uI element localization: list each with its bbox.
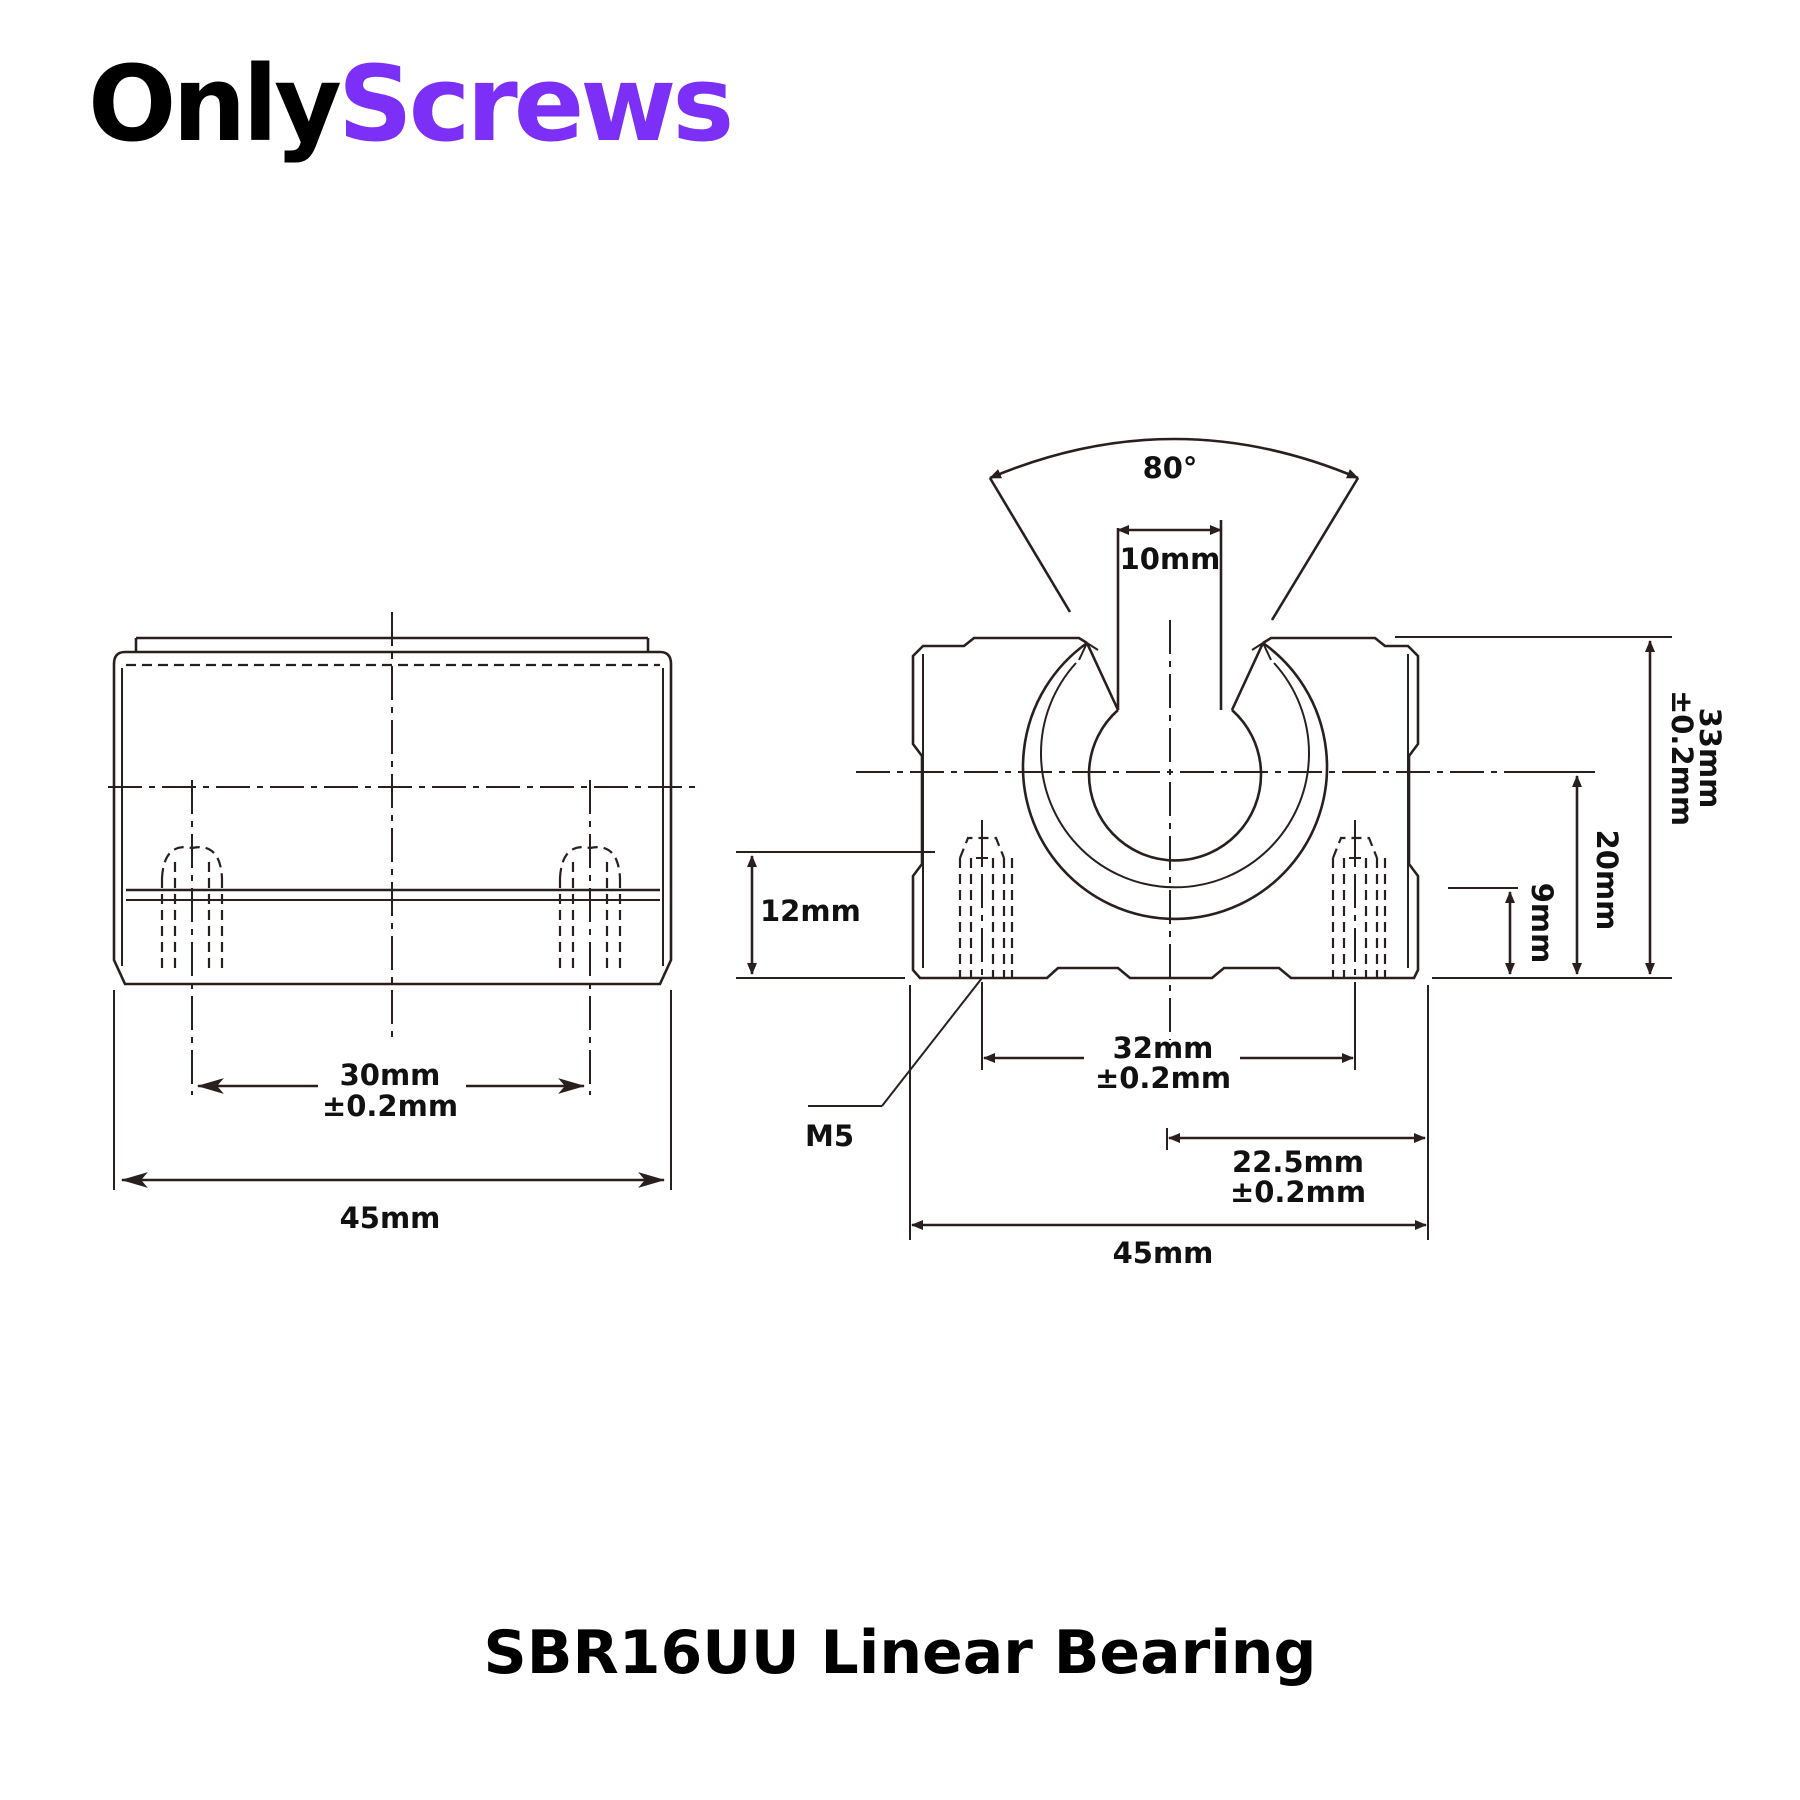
half-width-label: 22.5mm — [1232, 1145, 1364, 1179]
side-hole-spacing-label: 30mm — [340, 1058, 441, 1092]
half-width-tolerance: ±0.2mm — [1230, 1175, 1366, 1209]
base-height-label: 9mm — [1525, 883, 1559, 964]
side-view-dimensions: 30mm ±0.2mm 45mm — [113, 990, 672, 1235]
page-title: SBR16UU Linear Bearing — [483, 1618, 1317, 1688]
slot-width-label: 10mm — [1120, 542, 1221, 576]
side-view-hidden-holes — [160, 846, 622, 968]
front-view-body — [911, 520, 1420, 980]
front-width-label: 45mm — [1113, 1236, 1214, 1270]
side-view: 30mm ±0.2mm 45mm — [108, 612, 698, 1235]
front-hole-spacing-label: 32mm — [1113, 1031, 1214, 1065]
front-view-hidden-holes — [958, 836, 1387, 978]
side-view-centerlines — [108, 612, 698, 1095]
side-width-label: 45mm — [340, 1201, 441, 1235]
front-view-dimensions: 80° 10mm 33mm ±0.2mm 20mm 9mm 12mm — [736, 437, 1727, 1270]
brand-name-part2: Screws — [337, 43, 734, 165]
total-height-tolerance: ±0.2mm — [1665, 690, 1699, 826]
total-height-label: 33mm — [1693, 708, 1727, 809]
front-view: 80° 10mm 33mm ±0.2mm 20mm 9mm 12mm — [736, 437, 1727, 1270]
center-height-label: 20mm — [1590, 830, 1624, 931]
hole-depth-label: 12mm — [760, 894, 861, 928]
brand-name-part1: Only — [88, 43, 342, 165]
brand-logo: OnlyScrews — [88, 52, 734, 156]
side-hole-spacing-tolerance: ±0.2mm — [322, 1089, 458, 1123]
front-hole-spacing-tolerance: ±0.2mm — [1095, 1061, 1231, 1095]
angle-label: 80° — [1143, 451, 1198, 485]
thread-label: M5 — [805, 1119, 854, 1153]
